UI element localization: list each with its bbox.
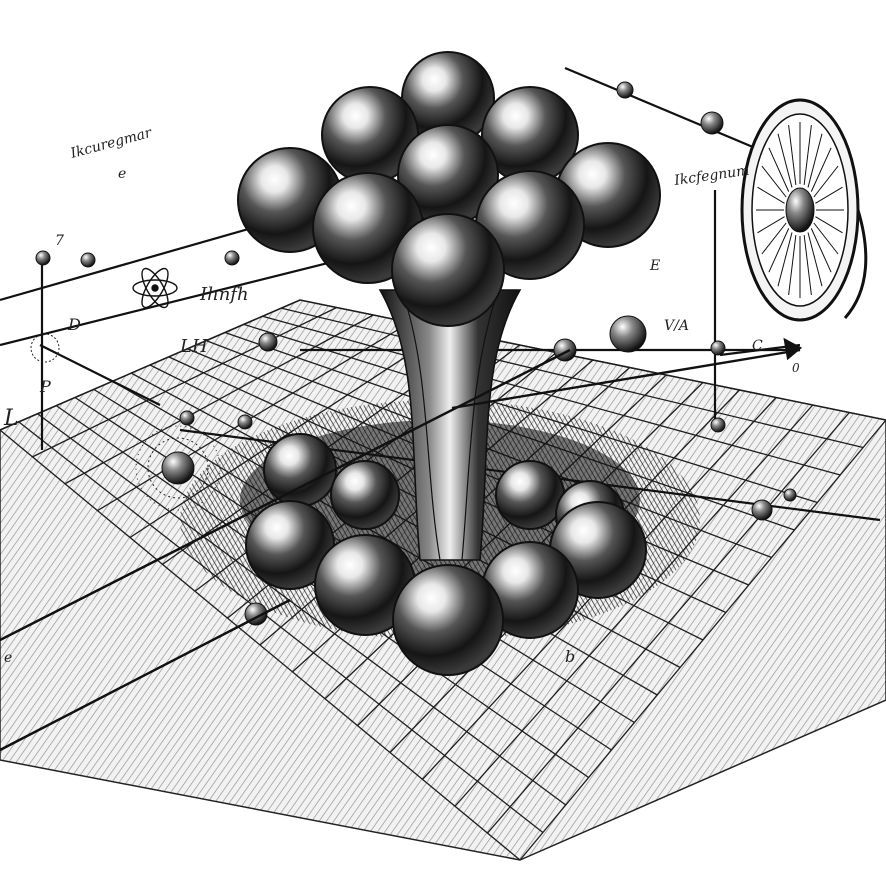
clock-tick: [813, 222, 839, 255]
label-right-e: E: [649, 258, 660, 274]
label-left-d: D: [67, 315, 81, 334]
label-left-p: P: [39, 377, 51, 396]
clock-tick: [803, 124, 812, 185]
grid-line: [454, 404, 814, 807]
label-right-0: 0: [792, 361, 800, 375]
grid-line: [262, 315, 841, 476]
grid-line: [519, 419, 886, 861]
clock-tick: [810, 228, 832, 273]
grid-line: [487, 412, 850, 834]
clock-tick: [815, 186, 843, 204]
clock-tick: [813, 165, 839, 198]
atom-icon: [132, 267, 178, 309]
label-bottom-left-e: e: [4, 650, 12, 666]
label-scribble-top-left: Ikcuregmar: [68, 125, 155, 163]
clock-tick: [807, 232, 823, 287]
clock-tick: [777, 133, 793, 188]
label-scribble-mid: Ihnfh: [199, 284, 249, 305]
clock-tick: [761, 222, 787, 255]
grid-line: [281, 307, 864, 449]
clock-tick: [777, 232, 793, 287]
clock-tick: [788, 235, 797, 296]
lower-sphere-cluster: [245, 433, 647, 676]
clock-tick: [768, 147, 790, 192]
label-bottom-b: b: [565, 647, 575, 666]
label-right-c: C: [752, 338, 763, 354]
clock-tick: [803, 235, 812, 296]
label-right-tick: V/A: [664, 318, 689, 334]
clock-icon: [740, 98, 868, 322]
upper-sphere-cluster: [237, 51, 661, 327]
label-scribble-top-left-sub: e: [118, 166, 126, 182]
clock-tick: [810, 147, 832, 192]
label-left-7: 7: [55, 233, 64, 249]
label-left-lh: LH: [179, 336, 208, 357]
label-scribble-right: Ikcfegnum: [672, 163, 750, 190]
clock-tick: [815, 216, 843, 234]
clock-tick: [768, 228, 790, 273]
front-rods: [0, 337, 803, 752]
clock-tick: [788, 124, 797, 185]
clock-tick: [757, 216, 785, 234]
clock-tick: [761, 165, 787, 198]
particle-cloud: [30, 333, 221, 511]
clock-tick: [807, 133, 823, 188]
label-left-l: L: [3, 406, 19, 431]
central-stem: [378, 289, 522, 561]
clock-tick: [757, 186, 785, 204]
